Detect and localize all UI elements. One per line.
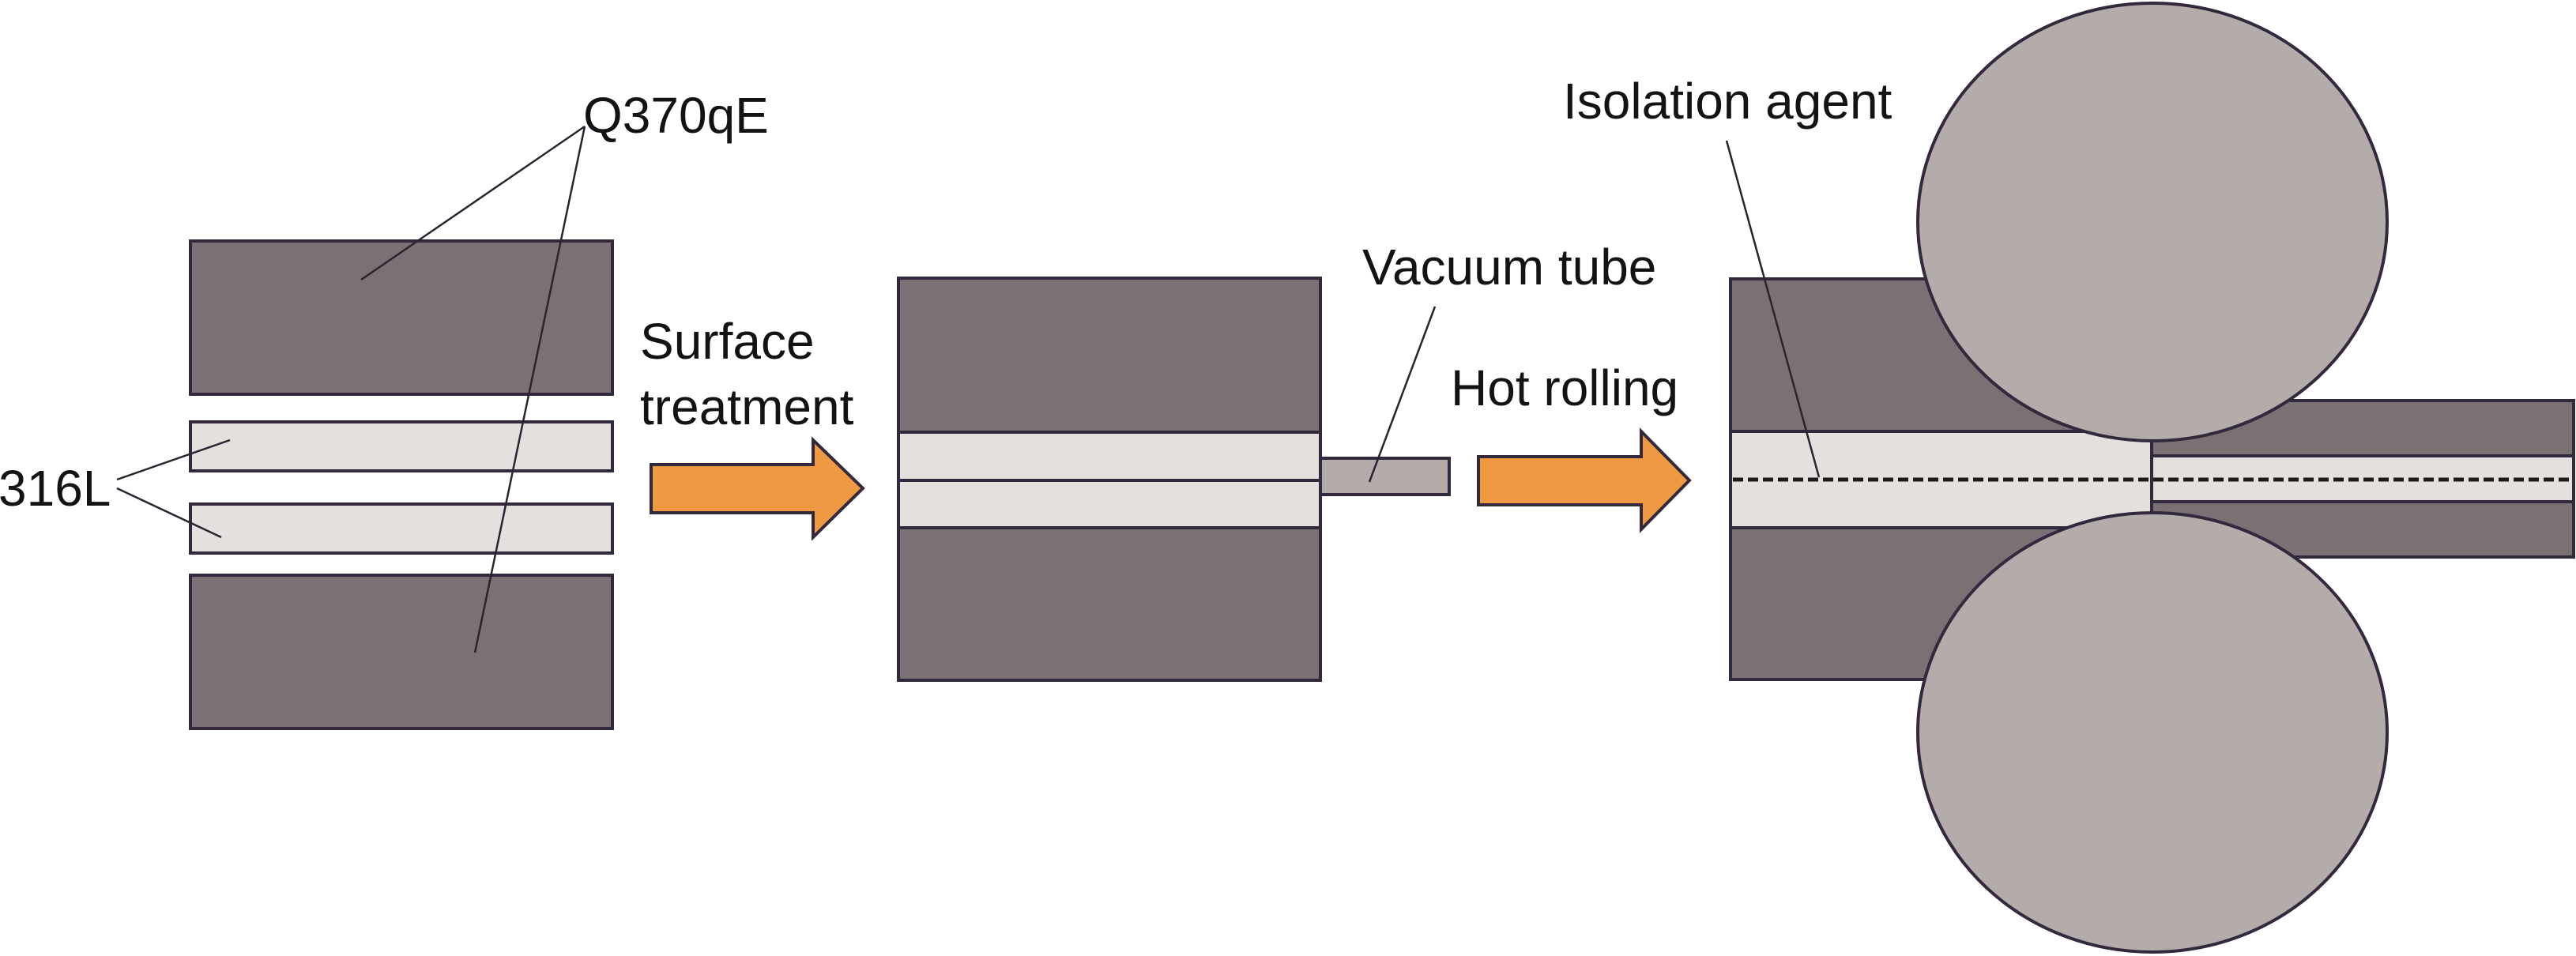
stage-hot-rolling [1729, 2, 2575, 954]
billet-upper-strip [897, 431, 1322, 482]
upper-clad-strip [189, 420, 614, 472]
billet-bottom-plate [897, 526, 1322, 682]
leader-q370qe-top [360, 125, 586, 281]
label-isolation-agent: Isolation agent [1563, 73, 1892, 130]
leader-316l-upper [116, 438, 231, 481]
arrow-surface-treatment-icon [650, 436, 865, 541]
vacuum-tube [1319, 457, 1451, 496]
label-surface-treatment-line1: Surface [640, 313, 815, 370]
stage-stacked-plates [189, 239, 614, 730]
lower-clad-strip [189, 502, 614, 555]
label-vacuum-tube: Vacuum tube [1362, 239, 1656, 295]
label-q370qe: Q370qE [583, 87, 769, 144]
arrow-hot-rolling-icon [1477, 427, 1692, 533]
billet-lower-strip [897, 479, 1322, 529]
bottom-base-plate [189, 574, 614, 730]
stage-assembled-billet [897, 277, 1451, 682]
label-surface-treatment-line2: treatment [640, 378, 854, 435]
bottom-roller [1916, 511, 2389, 954]
leader-vacuum-tube [1368, 306, 1437, 483]
leader-isolation-agent [1725, 140, 1821, 478]
top-base-plate [189, 239, 614, 396]
label-316l: 316L [0, 460, 111, 517]
label-hot-rolling: Hot rolling [1451, 359, 1678, 416]
leader-q370qe-bottom [473, 126, 586, 653]
billet-top-plate [897, 277, 1322, 434]
top-roller [1916, 2, 2389, 442]
leader-316l-lower [116, 487, 222, 539]
